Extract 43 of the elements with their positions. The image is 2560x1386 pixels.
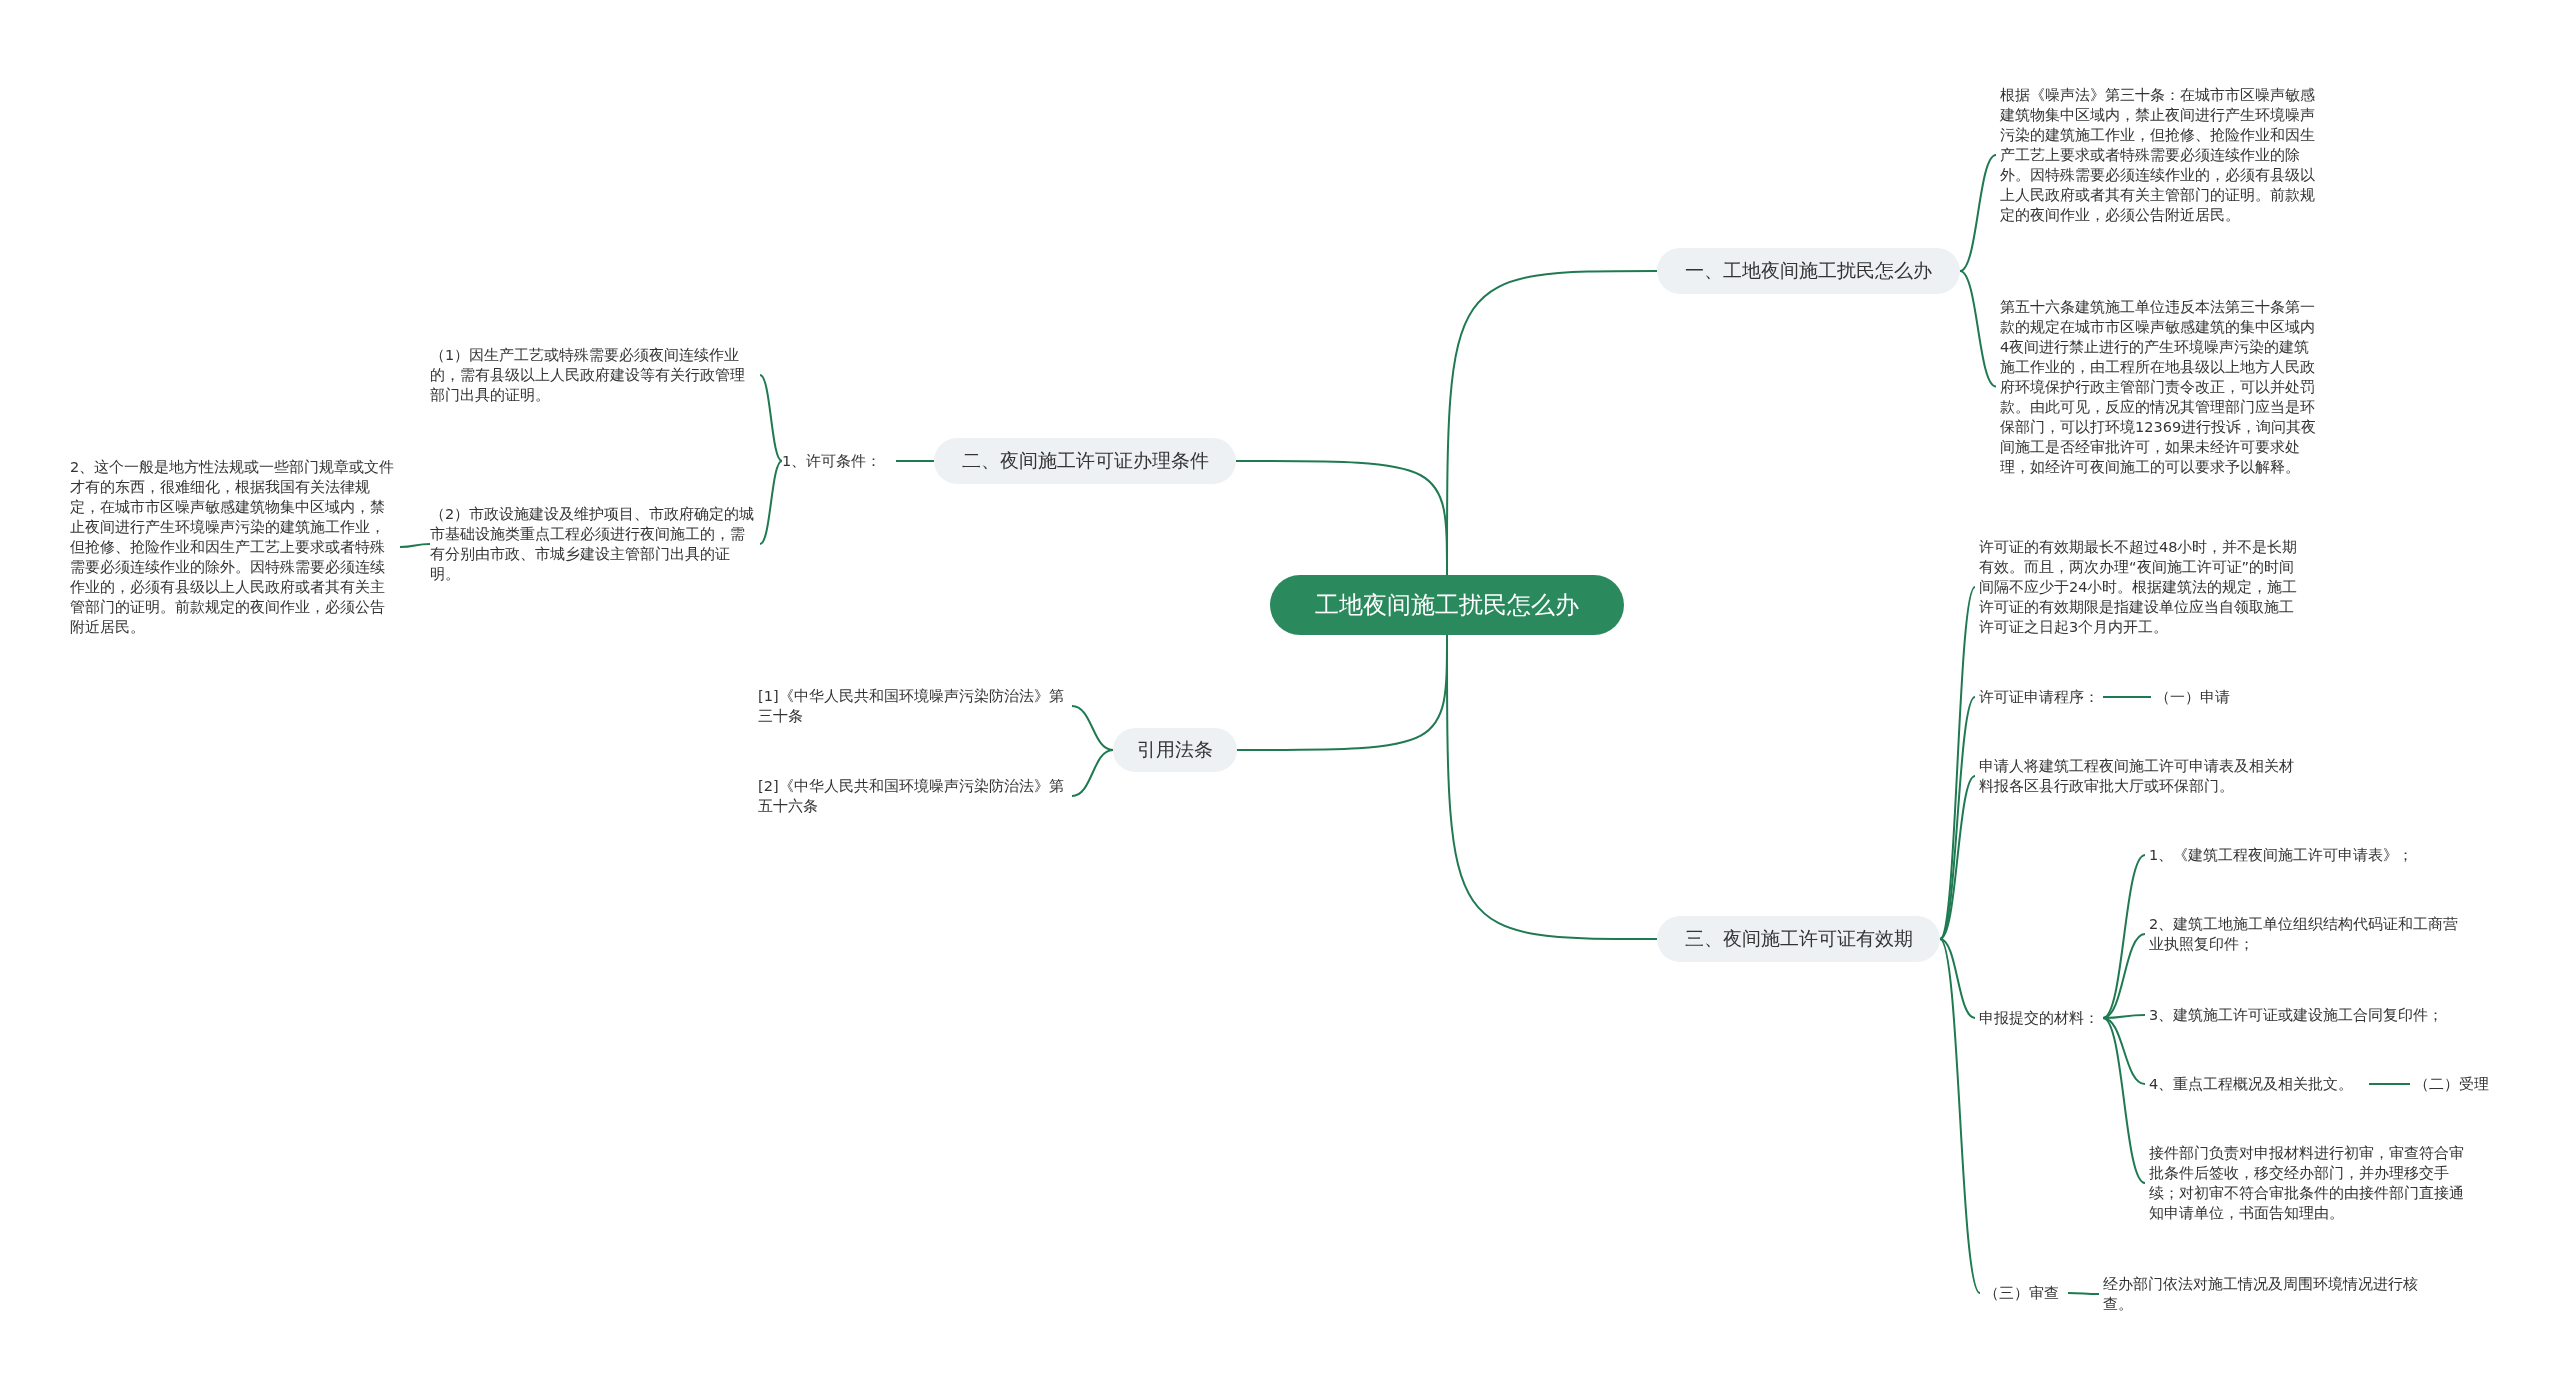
note-text: 许可证申请程序： xyxy=(1979,686,2103,708)
connector-line xyxy=(1959,270,1997,388)
central-topic: 工地夜间施工扰民怎么办 xyxy=(1270,575,1624,635)
note-text: 1、《建筑工程夜间施工许可申请表》； xyxy=(2149,844,2439,866)
note-text: （三）审查 xyxy=(1984,1282,2068,1304)
note-text: 第五十六条建筑施工单位违反本法第三十条第一款的规定在城市市区噪声敏感建筑的集中区域内4夜间进行禁止进行的产生环境噪声污染的建筑施工作业的，由工程所在地县级以上地方人民政府环境保护行政主管部门责令改正，可以并处罚款。由此可见，反应的情况其管理部门应当是环保部门，可以打环境12369进行投诉，询问其夜间施工是否经审批许可，如果未经许可要求处理，如经许可夜间施工的可以要求予以解释。 xyxy=(2000,284,2322,489)
note-text: [2]《中华人民共和国环境噪声污染防治法》第五十六条 xyxy=(758,774,1068,818)
connector-line xyxy=(1959,154,1997,272)
note-text: 3、建筑施工许可证或建设施工合同复印件； xyxy=(2149,1004,2459,1026)
connector-line xyxy=(1939,938,1976,1019)
note-text: （一）申请 xyxy=(2155,686,2245,708)
connector-line xyxy=(1071,749,1114,797)
connector-line xyxy=(2102,696,2152,698)
connector-line xyxy=(2368,1083,2411,1085)
connector-line xyxy=(759,374,783,462)
topic-pill: 引用法条 xyxy=(1113,728,1237,772)
topic-pill: 二、夜间施工许可证办理条件 xyxy=(934,438,1236,484)
note-text: 1、许可条件： xyxy=(782,450,892,472)
note-text: 经办部门依法对施工情况及周围环境情况进行核查。 xyxy=(2103,1272,2427,1316)
topic-pill: 三、夜间施工许可证有效期 xyxy=(1657,916,1940,962)
note-text: 4、重点工程概况及相关批文。 xyxy=(2149,1073,2369,1095)
note-text: [1]《中华人民共和国环境噪声污染防治法》第三十条 xyxy=(758,684,1068,728)
connector-line xyxy=(1939,938,1981,1294)
connector-line xyxy=(2102,1017,2146,1184)
connector-line xyxy=(399,543,431,548)
connector-line xyxy=(2102,1017,2146,1085)
connector-line xyxy=(895,460,935,462)
connector-line xyxy=(2102,933,2146,1019)
connector-line xyxy=(1235,460,1448,576)
note-text: 2、这个一般是地方性法规或一些部门规章或文件才有的东西，很难细化，根据我国有关法律规定，在城市市区噪声敏感建筑物集中区域内，禁止夜间进行产生环境噪声污染的建筑施工作业，但抢修、抢险作业和因生产工艺上要求或者特殊需要必须连续作业的除外。因特殊需要必须连续作业的，必须有县级以上人民政府或者其有关主管部门的证明。前款规定的夜间作业，必须公告附近居民。 xyxy=(70,452,396,642)
note-text: （1）因生产工艺或特殊需要必须夜间连续作业的，需有县级以上人民政府建设等有关行政管理部门出具的证明。 xyxy=(430,340,756,410)
note-text: 申报提交的材料： xyxy=(1979,1007,2103,1029)
connector-line xyxy=(759,460,783,545)
note-text: 申请人将建筑工程夜间施工许可申请表及相关材料报各区县行政审批大厅或环保部门。 xyxy=(1979,754,2303,798)
note-text: （二）受理 xyxy=(2414,1073,2504,1095)
connector-line xyxy=(2067,1292,2100,1295)
note-text: 根据《噪声法》第三十条：在城市市区噪声敏感建筑物集中区域内，禁止夜间进行产生环境噪声污染的建筑施工作业，但抢修、抢险作业和因生产工艺上要求或者特殊需要必须连续作业的除外。因特殊需要必须连续作业的，必须有县级以上人民政府或者其有关主管部门的证明。前款规定的夜间作业，必须公告附近居民。 xyxy=(2000,70,2322,240)
connector-line xyxy=(1939,775,1976,940)
topic-pill: 一、工地夜间施工扰民怎么办 xyxy=(1657,248,1960,294)
note-text: 2、建筑工地施工单位组织结构代码证和工商营业执照复印件； xyxy=(2149,912,2473,956)
note-text: （2）市政设施建设及维护项目、市政府确定的城市基础设施类重点工程必须进行夜间施工的，需有分别由市政、市城乡建设主管部门出具的证明。 xyxy=(430,500,756,588)
note-text: 许可证的有效期最长不超过48小时，并不是长期有效。而且，两次办理“夜间施工许可证”的时间间隔不应少于24小时。根据建筑法的规定，施工许可证的有效期限是指建设单位应当自领取施工许可证之日起3个月内开工。 xyxy=(1979,533,2303,641)
note-text: 接件部门负责对申报材料进行初审，审查符合审批条件后签收，移交经办部门，并办理移交手续；对初审不符合审批条件的由接件部门直接通知申请单位，书面告知理由。 xyxy=(2149,1140,2473,1226)
